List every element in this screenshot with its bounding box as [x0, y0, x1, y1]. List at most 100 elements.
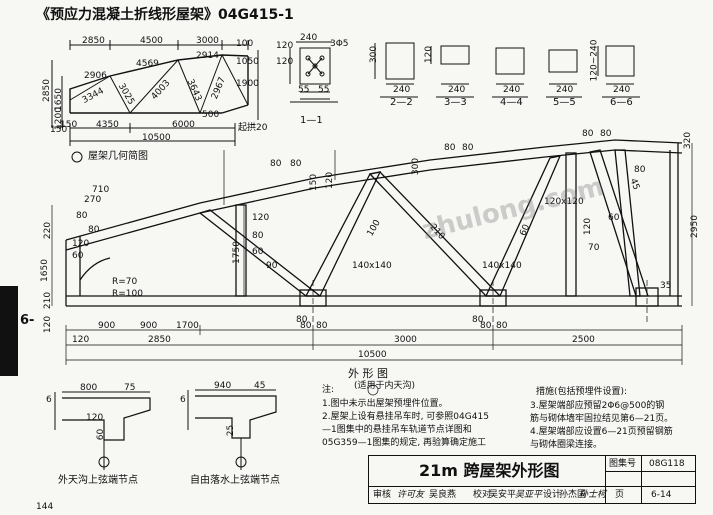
elev-web-dim: 60	[252, 247, 264, 257]
elev-left-dim: 220	[43, 221, 54, 240]
elev-top-dim: 80	[600, 129, 612, 139]
elev-bottom-dim: 2500	[572, 335, 595, 345]
elev-chord-dim: 80	[634, 165, 646, 175]
elev-member-size: 140x140	[482, 261, 522, 271]
geo-left-dim: 150	[50, 125, 68, 135]
elev-top-dim: 320	[683, 131, 694, 150]
elev-left-dim: 120	[72, 239, 90, 249]
elev-bottom-dim: 80	[300, 321, 312, 331]
geo-bottom-dim: 4350	[96, 120, 119, 130]
elev-bottom-dim: 2850	[148, 335, 171, 345]
elev-chord-dim: 120	[325, 171, 336, 190]
geo-left-dim: 2850	[41, 79, 52, 102]
section-label: 3—3	[444, 97, 467, 108]
role-label: 审核	[373, 490, 392, 500]
elev-radius: R=70	[112, 277, 138, 287]
section-1-1-rebar: 3Φ5	[330, 39, 349, 49]
page-footer-number: 144	[36, 502, 54, 512]
geo-top-dim: 3000	[196, 36, 219, 46]
signature: 吴亚平	[515, 490, 543, 500]
role-name: 孙杰国	[559, 490, 587, 500]
section-dim: 240	[613, 85, 631, 95]
page-number: 6-14	[651, 490, 672, 500]
section-dim: 300	[369, 45, 380, 64]
section-dim: 240	[556, 85, 574, 95]
elev-web-dim: 120	[252, 213, 270, 223]
elev-left-dim: 210	[43, 291, 54, 310]
section-1-1-dim: 120	[276, 57, 294, 67]
geo-right-dim: 500	[202, 110, 220, 120]
elev-web-dim: 90	[266, 261, 278, 271]
node-right-dim: 940	[214, 381, 232, 391]
node-right-dim: 25	[226, 424, 237, 437]
measures-heading: 措施(包括预埋件设置):	[536, 387, 628, 397]
small-sections	[374, 42, 640, 98]
elev-chord-dim: 150	[309, 173, 320, 192]
geo-member-label: 2906	[84, 71, 107, 81]
measures-line: 与砌体圈梁连接。	[530, 440, 603, 450]
elev-chord-dim: 300	[411, 157, 422, 176]
section-1-1-label: 1—1	[300, 115, 323, 126]
role-name: 吴安平	[489, 490, 517, 500]
elev-bottom-dim: 80	[496, 321, 508, 331]
elev-top-dim: 80	[582, 129, 594, 139]
atlas-number: 08G118	[649, 459, 685, 469]
role-label: 设计	[543, 490, 562, 500]
elev-bottom-dim: 3000	[394, 335, 417, 345]
elev-bottom-dim-upper: 1700	[176, 321, 199, 331]
section-label: 4—4	[500, 97, 523, 108]
elev-bottom-dim-upper: 900	[98, 321, 116, 331]
elev-web-dim: 1750	[231, 241, 242, 264]
page-label: 页	[615, 490, 625, 500]
elevation-caption: 外 形 图	[348, 367, 388, 380]
node-left-dim: 60	[96, 428, 107, 441]
signature: 许可友	[397, 490, 425, 500]
elev-left-dim: 80	[88, 225, 100, 235]
truss-geometry-diagram	[51, 40, 259, 163]
elev-left-dim: 80	[76, 211, 88, 221]
elev-top-dim: 80	[462, 143, 474, 153]
elev-left-dim: 710	[92, 185, 110, 195]
geo-bottom-dim: 6000	[172, 120, 195, 130]
measures-line: 筋与砌体墙牢固拉结见第6—21页。	[530, 414, 674, 424]
section-dim: 120	[424, 45, 435, 64]
section-dim: 240	[393, 85, 411, 95]
node-left-caption: 外天沟上弦端节点	[58, 475, 138, 486]
role-label: 校对	[473, 490, 492, 500]
section-dim: 240	[503, 85, 521, 95]
elev-web-dim: 80	[472, 315, 484, 325]
atlas-number-label: 图集号	[609, 459, 637, 469]
geo-right-dim: 100	[236, 39, 254, 49]
role-name: 吴良燕	[429, 490, 457, 500]
title-block: 21m 跨屋架外形图 图集号 08G118 页 6-14 审核 吴良燕 校对 吴…	[368, 455, 696, 504]
node-left-dim: 75	[124, 383, 136, 393]
elev-chord-dim: 60	[608, 213, 620, 223]
elev-bottom-dim: 120	[72, 335, 90, 345]
node-left-dim: 6	[46, 395, 52, 405]
geo-caption: 屋架几何简图	[88, 151, 148, 162]
geo-bottom-dim: 150	[60, 120, 78, 130]
elev-top-dim: 80	[444, 143, 456, 153]
geo-right-dim: 1050	[236, 57, 259, 67]
geo-right-dim: 1900	[236, 79, 259, 89]
elevation-sub-caption: (适用于内天沟)	[354, 381, 416, 391]
node-left-dim: 120	[86, 413, 104, 423]
drawing-header-title: 《预应力混凝土折线形屋架》04G415-1	[36, 7, 294, 23]
elev-radius: R=100	[112, 289, 143, 299]
geo-top-dim: 4500	[140, 36, 163, 46]
elev-web-dim: 120	[583, 217, 594, 236]
node-details	[54, 389, 277, 470]
notes-line: —1图集中的悬挂吊车轨道节点详图和	[322, 425, 472, 435]
section-label: 2—2	[390, 97, 413, 108]
truss-elevation	[65, 139, 683, 307]
section-1-1	[289, 41, 338, 103]
node-right-caption: 自由落水上弦端节点	[190, 475, 280, 486]
geo-member-label: 2914	[196, 51, 219, 61]
elev-top-dim: 80	[290, 159, 302, 169]
drawing-title: 21m 跨屋架外形图	[419, 461, 560, 480]
section-dim: 120~240	[589, 39, 600, 82]
section-label: 5—5	[553, 97, 576, 108]
section-label: 6—6	[610, 97, 633, 108]
